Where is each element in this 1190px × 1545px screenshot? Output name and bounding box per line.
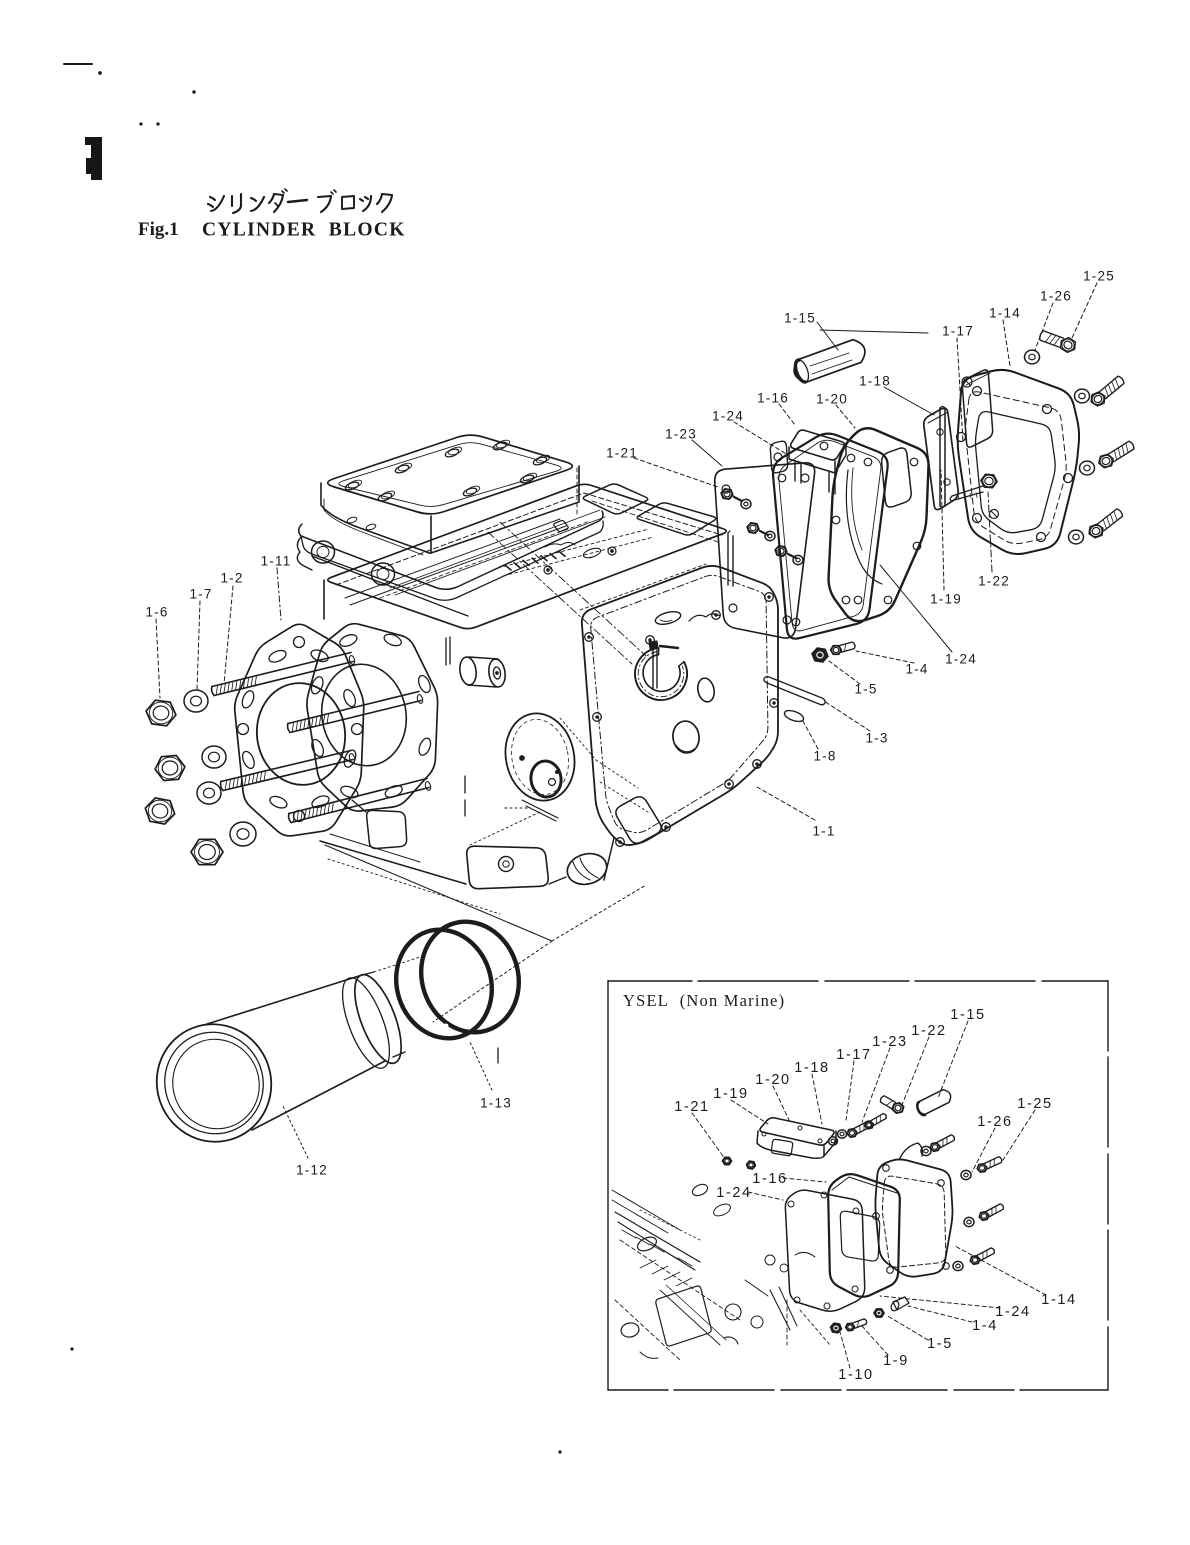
svg-text:1-3: 1-3 bbox=[865, 731, 888, 746]
svg-text:1-21: 1-21 bbox=[606, 446, 638, 461]
svg-text:YSEL (Non Marine): YSEL (Non Marine) bbox=[623, 991, 785, 1010]
svg-text:1-25: 1-25 bbox=[1083, 269, 1115, 284]
svg-text:1-18: 1-18 bbox=[859, 374, 891, 389]
svg-text:1-12: 1-12 bbox=[296, 1163, 328, 1178]
svg-text:Fig.1: Fig.1 bbox=[138, 219, 179, 240]
svg-text:1-24: 1-24 bbox=[995, 1304, 1030, 1320]
svg-text:1-14: 1-14 bbox=[989, 306, 1021, 321]
svg-text:1-20: 1-20 bbox=[816, 392, 848, 407]
svg-text:1-2: 1-2 bbox=[220, 571, 243, 586]
svg-text:1-23: 1-23 bbox=[665, 427, 697, 442]
svg-text:1-10: 1-10 bbox=[838, 1367, 873, 1383]
svg-text:1-1: 1-1 bbox=[812, 824, 835, 839]
svg-text:1-4: 1-4 bbox=[905, 662, 928, 677]
svg-text:1-9: 1-9 bbox=[883, 1353, 909, 1369]
svg-text:CYLINDER BLOCK: CYLINDER BLOCK bbox=[202, 220, 406, 241]
svg-text:1-6: 1-6 bbox=[145, 605, 168, 620]
svg-text:1-5: 1-5 bbox=[927, 1336, 953, 1352]
svg-text:1-5: 1-5 bbox=[854, 682, 877, 697]
svg-text:1-17: 1-17 bbox=[942, 324, 974, 339]
svg-text:1-26: 1-26 bbox=[1040, 289, 1072, 304]
svg-text:1-19: 1-19 bbox=[930, 592, 962, 607]
svg-text:1-24: 1-24 bbox=[712, 409, 744, 424]
svg-text:1-22: 1-22 bbox=[978, 574, 1010, 589]
svg-text:1-14: 1-14 bbox=[1041, 1292, 1076, 1308]
svg-text:1-16: 1-16 bbox=[757, 391, 789, 406]
svg-text:1-24: 1-24 bbox=[945, 652, 977, 667]
svg-text:1-8: 1-8 bbox=[813, 749, 836, 764]
svg-text:1-24: 1-24 bbox=[716, 1185, 751, 1201]
svg-text:1-15: 1-15 bbox=[784, 311, 816, 326]
svg-text:1-13: 1-13 bbox=[480, 1096, 512, 1111]
svg-text:1-16: 1-16 bbox=[752, 1171, 787, 1187]
svg-text:1-7: 1-7 bbox=[189, 587, 212, 602]
svg-text:1-4: 1-4 bbox=[972, 1318, 998, 1334]
svg-text:1-11: 1-11 bbox=[261, 554, 292, 569]
